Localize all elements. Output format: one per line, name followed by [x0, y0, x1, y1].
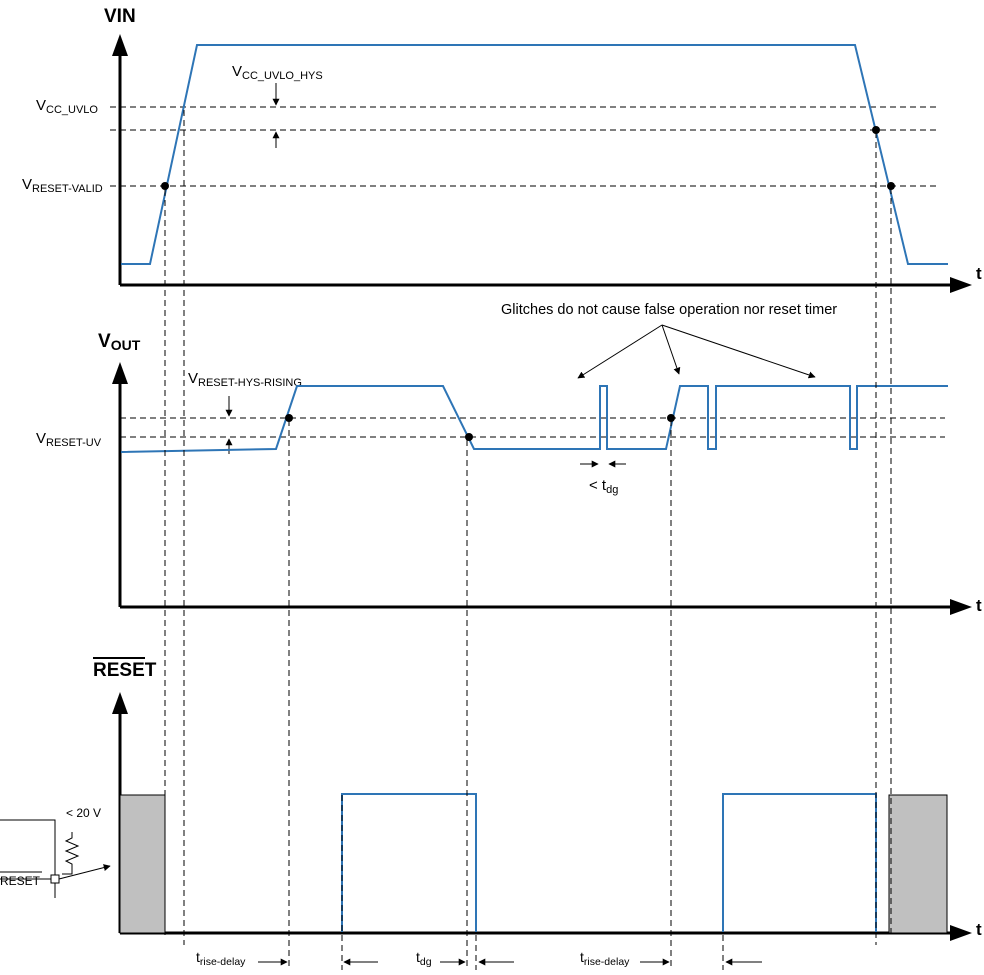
reset-y-axis-arrow-icon [112, 692, 128, 714]
trise-delay-2-label: trise-delay [580, 949, 630, 968]
reset-pin-icon [50, 874, 60, 884]
reset-axis-title: RESET [93, 660, 157, 681]
vout-fall-marker [465, 433, 473, 441]
vout-x-axis-arrow-icon [950, 599, 972, 615]
vreset-uv-label: VRESET-UV [36, 430, 102, 449]
vout-rise-marker [285, 414, 293, 422]
pin-pointer-arrow-icon [58, 864, 111, 880]
vcc-uvlo-hys-label: VCC_UVLO_HYS [232, 63, 323, 82]
glitch-arrow-3-icon [661, 324, 816, 379]
vreset-valid-label: VRESET-VALID [22, 176, 103, 195]
vin-x-axis-arrow-icon [950, 277, 972, 293]
glitch-arrow-2-icon [661, 324, 681, 375]
vcc-uvlo-label: VCC_UVLO [36, 97, 98, 116]
tdg-less-label: < tdg [589, 477, 618, 496]
open-drain-pullup-inset: < 20 V RESET [0, 806, 111, 898]
vin-uvlo-fall-marker [872, 126, 880, 134]
vin-t-label: t [976, 264, 982, 283]
reset-x-axis-arrow-icon [950, 925, 972, 941]
alignment-lines [164, 110, 892, 970]
undefined-region-end [888, 794, 948, 934]
tdg-label: tdg [416, 949, 432, 968]
vout-t-label: t [976, 596, 982, 615]
vin-y-axis-arrow-icon [112, 34, 128, 56]
vreset-hys-rising-label: VRESET-HYS-RISING [188, 370, 302, 389]
reset-pulse-2 [722, 793, 877, 932]
vout-axis-title: VOUT [98, 331, 141, 353]
vin-reset-valid-rise-marker [161, 182, 169, 190]
reset-pulse-1 [341, 793, 477, 932]
trise-delay-1-label: trise-delay [196, 949, 246, 968]
vout-waveform [120, 385, 948, 453]
vout-panel: VOUT t VRESET-HYS-RISING VRESET-UV Glitc… [36, 302, 982, 615]
vin-reset-valid-fall-marker [887, 182, 895, 190]
undefined-region-start [119, 794, 166, 934]
reset-panel: RESET t < 20 V RESET [0, 657, 982, 941]
reset-t-label: t [976, 920, 982, 939]
vout-rise-marker-2 [667, 414, 675, 422]
vout-y-axis-arrow-icon [112, 362, 128, 384]
glitch-note: Glitches do not cause false operation no… [501, 302, 837, 318]
timing-annotations: trise-delay tdg trise-delay [196, 949, 762, 968]
pullup-voltage-label: < 20 V [66, 806, 101, 820]
vin-axis-title: VIN [104, 6, 136, 27]
glitch-arrow-1-icon [577, 324, 663, 379]
vin-waveform [121, 44, 948, 265]
pullup-supply-line [0, 819, 56, 845]
pullup-resistor-icon [62, 832, 80, 875]
vin-panel: VIN t VCC_UVLO VCC_UVLO_HYS VRESET-VALID [22, 6, 982, 293]
reset-pin-label: RESET [0, 874, 41, 888]
